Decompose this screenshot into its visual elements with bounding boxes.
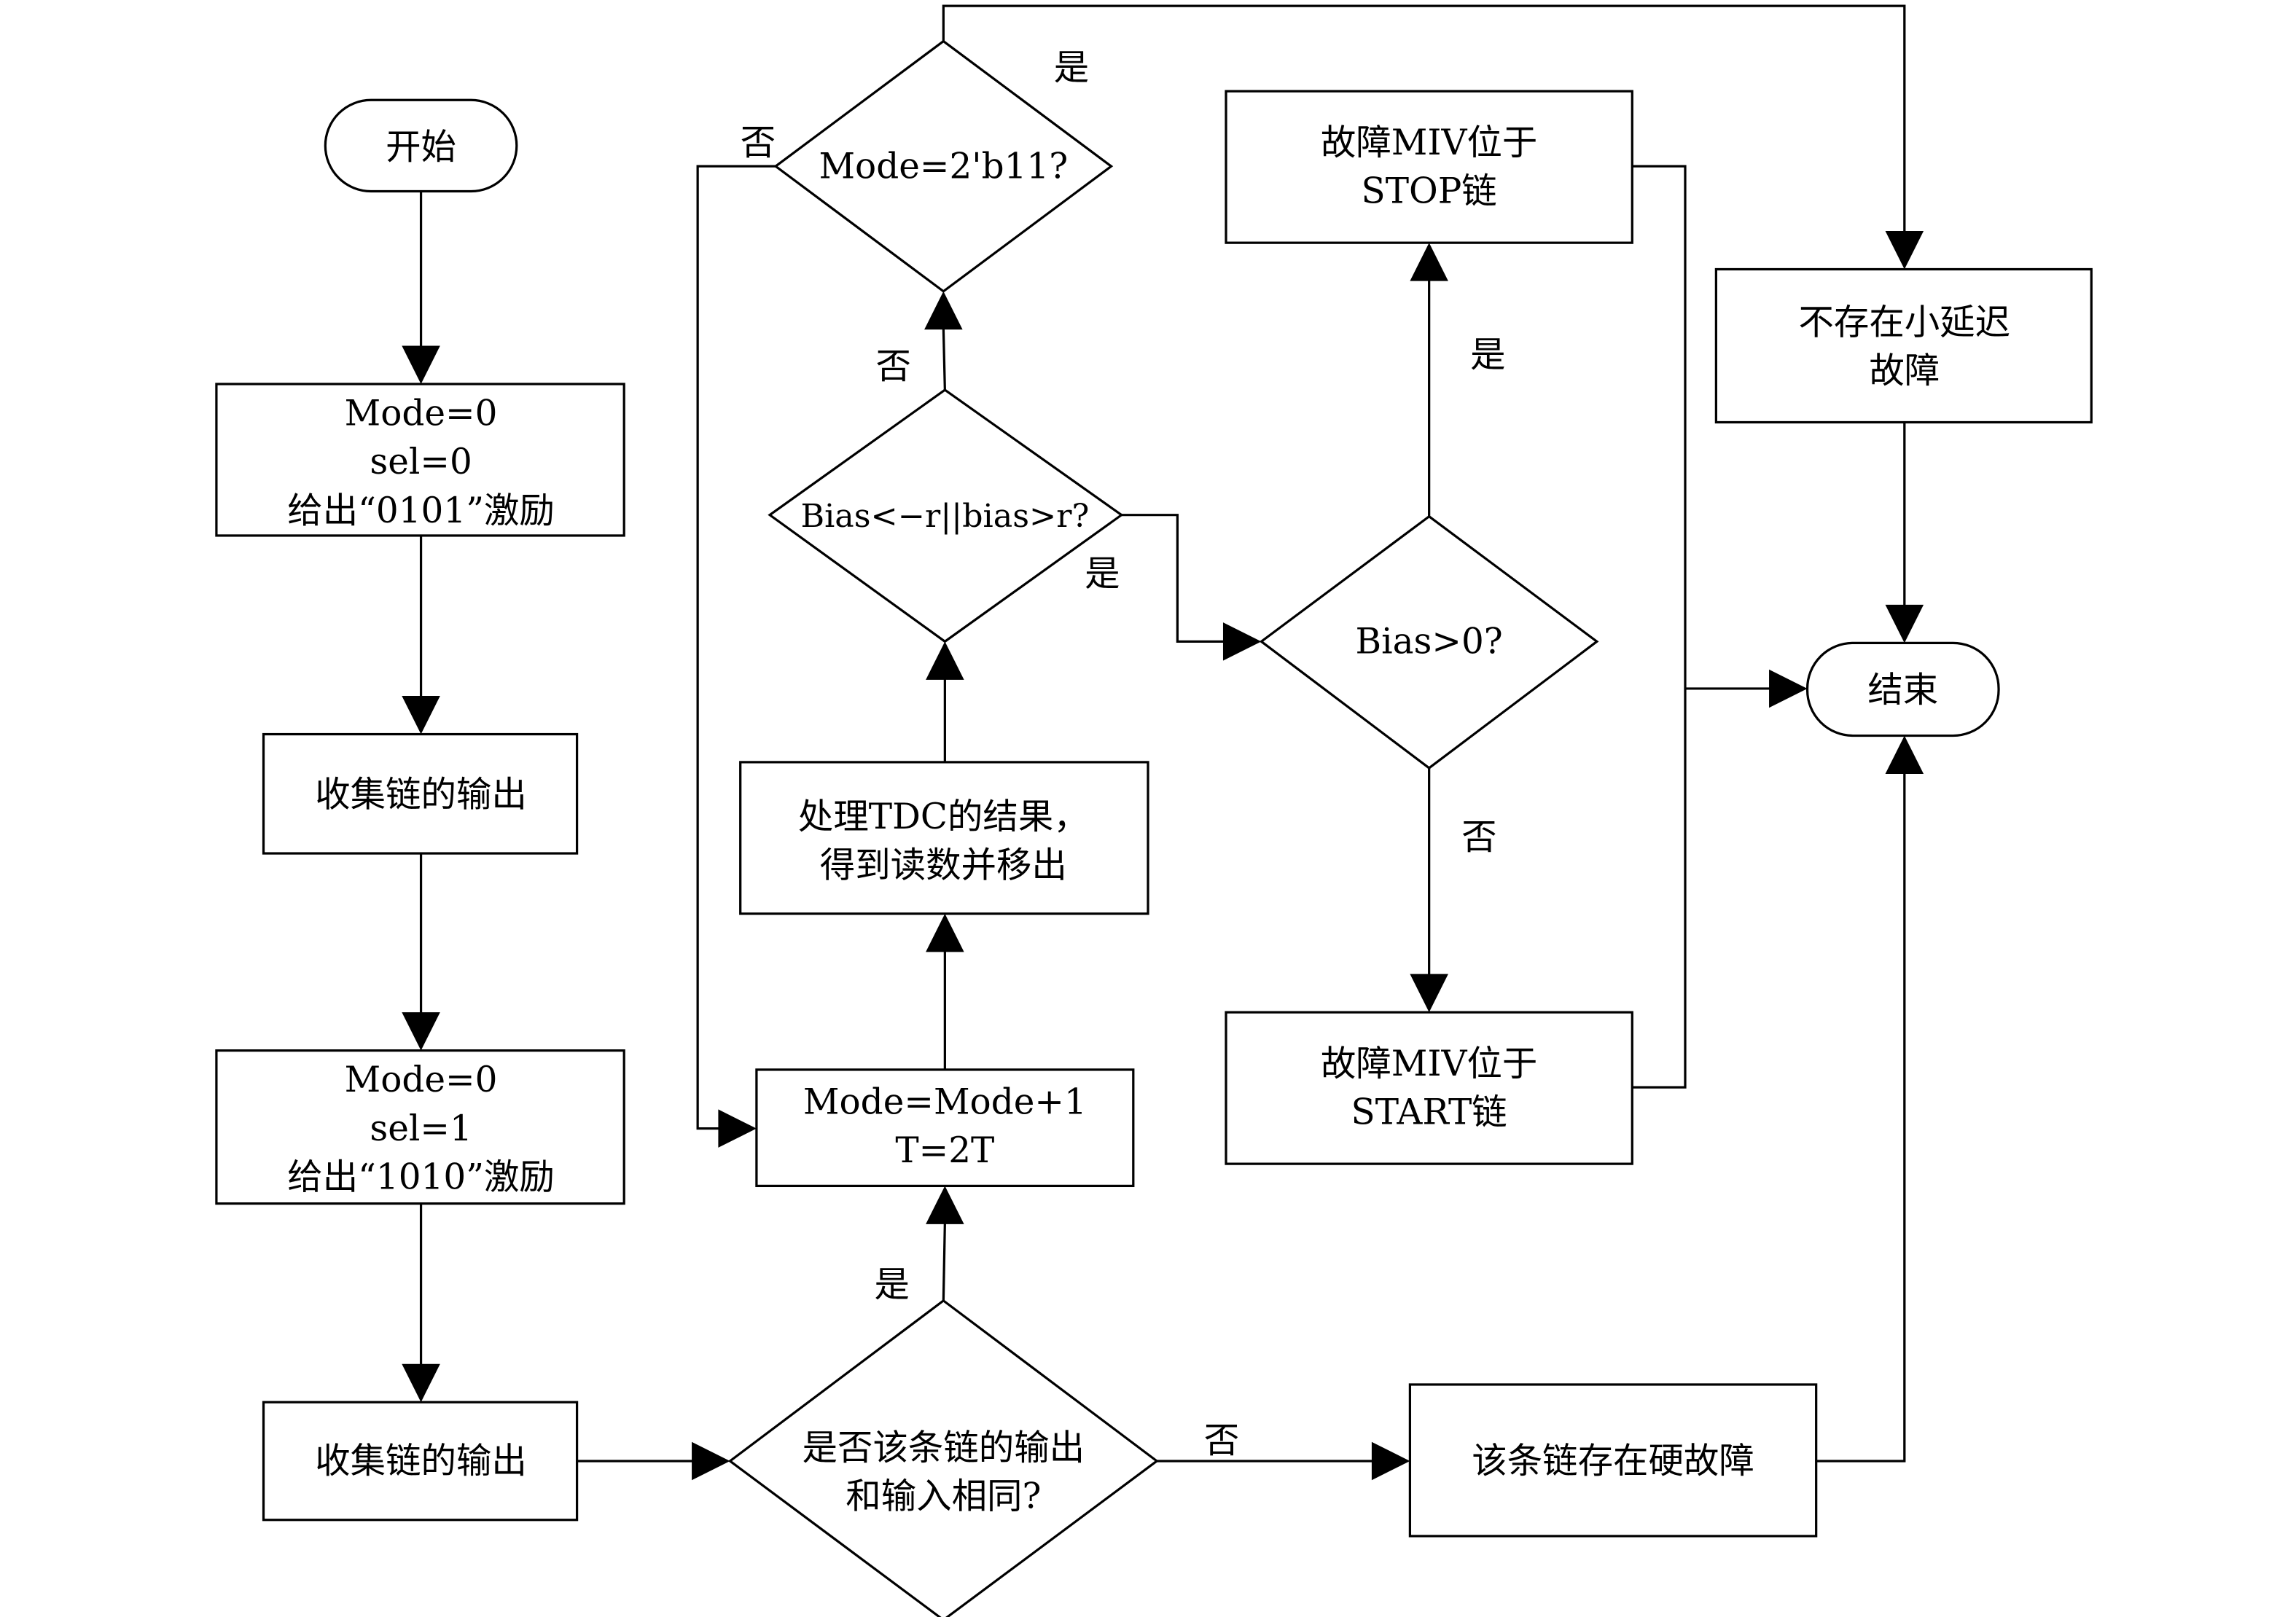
collect-output-label-1: 收集链的输出 [315, 774, 527, 815]
label-mode-no: 否 [741, 122, 776, 163]
arrowhead [924, 291, 963, 330]
check-same-diamond: 是否该条链的输出 和输入相同? [727, 1299, 1159, 1617]
edge-stop-merge [1632, 165, 1687, 1089]
label-bias-range-no: 否 [875, 346, 910, 387]
arrowhead [926, 1186, 964, 1224]
bias-range-diamond: Bias<−r||bias>r? [768, 388, 1124, 643]
edge-mode-yes [942, 4, 1906, 233]
arrowhead [1885, 604, 1924, 643]
init-sel1-line-3: 给出“1010”激励 [287, 1156, 555, 1197]
arrowhead [926, 641, 964, 680]
start-node: 开始 [324, 98, 518, 193]
arrowhead [1769, 669, 1808, 708]
arrowhead [402, 1363, 440, 1403]
bias-range-label: Bias<−r||bias>r? [800, 498, 1089, 535]
connectors [402, 4, 1924, 1481]
bias-sign-diamond: Bias>0? [1259, 514, 1599, 770]
edge-hardfault-end [1816, 772, 1906, 1463]
edge-mode-no-loop [696, 165, 776, 1130]
edge-biasrange-no [942, 328, 946, 391]
edge-labels: 是 否 否 是 否 是 是 否 [741, 47, 1506, 1461]
arrowhead [1222, 622, 1262, 661]
mode-check-label: Mode=2'b11? [819, 146, 1068, 187]
arrowhead [1410, 974, 1448, 1013]
end-label: 结束 [1867, 670, 1938, 710]
label-mode-yes: 是 [1054, 47, 1089, 88]
label-bias-sign-no: 否 [1461, 817, 1496, 858]
bias-sign-label: Bias>0? [1356, 621, 1503, 662]
arrowhead [402, 1012, 440, 1051]
check-same-line-2: 和输入相同? [846, 1476, 1041, 1517]
init-sel1-line-2: sel=1 [370, 1108, 472, 1149]
no-small-delay-line-1: 不存在小延迟 [1799, 302, 2011, 342]
fault-start-line-2: START链 [1351, 1092, 1507, 1133]
collect-output-label-2: 收集链的输出 [315, 1441, 527, 1481]
fault-start-line-1: 故障MIV位于 [1321, 1044, 1537, 1084]
arrowhead [692, 1441, 730, 1481]
mode-check-diamond: Mode=2'b11? [773, 39, 1114, 293]
process-tdc-line-2: 得到读数并移出 [820, 845, 1067, 885]
no-small-delay-line-2: 故障 [1869, 351, 1940, 391]
edge-check-yes [942, 1222, 946, 1301]
arrowhead [1885, 231, 1924, 270]
mode-increment-box: Mode=Mode+1 T=2T [755, 1068, 1135, 1188]
edge-biasrange-yes [1121, 514, 1225, 643]
init-sel0-line-3: 给出“0101”激励 [287, 490, 555, 531]
label-check-same-yes: 是 [874, 1264, 909, 1305]
arrowhead [1885, 735, 1924, 775]
fault-stop-box: 故障MIV位于 STOP链 [1225, 90, 1633, 244]
arrowhead [1371, 1441, 1410, 1481]
arrowhead [718, 1109, 757, 1148]
init-sel0-line-1: Mode=0 [345, 394, 498, 434]
arrowhead [926, 913, 964, 952]
init-sel1-line-1: Mode=0 [345, 1060, 498, 1100]
fault-stop-line-2: STOP链 [1362, 171, 1497, 212]
collect-output-box-1: 收集链的输出 [262, 732, 579, 855]
init-sel0-line-2: sel=0 [370, 442, 472, 482]
init-sel1-box: Mode=0 sel=1 给出“1010”激励 [215, 1049, 625, 1205]
collect-output-box-2: 收集链的输出 [262, 1401, 579, 1522]
arrowhead [402, 345, 440, 384]
no-small-delay-box: 不存在小延迟 故障 [1714, 267, 2093, 424]
label-check-same-no: 否 [1204, 1420, 1239, 1461]
fault-start-box: 故障MIV位于 START链 [1225, 1011, 1633, 1165]
label-bias-sign-yes: 是 [1470, 334, 1505, 375]
hard-fault-box: 该条链存在硬故障 [1408, 1383, 1818, 1538]
check-same-line-1: 是否该条链的输出 [803, 1428, 1085, 1468]
end-node: 结束 [1805, 641, 2000, 737]
fault-stop-line-1: 故障MIV位于 [1321, 122, 1537, 163]
mode-increment-line-1: Mode=Mode+1 [803, 1081, 1087, 1122]
label-bias-range-yes: 是 [1085, 554, 1120, 595]
start-label: 开始 [386, 127, 456, 168]
arrowhead [1410, 243, 1448, 281]
arrowhead [402, 696, 440, 735]
hard-fault-label: 该条链存在硬故障 [1472, 1441, 1754, 1481]
init-sel0-box: Mode=0 sel=0 给出“0101”激励 [215, 383, 625, 537]
process-tdc-line-1: 处理TDC的结果， [798, 796, 1089, 837]
process-tdc-box: 处理TDC的结果， 得到读数并移出 [739, 761, 1149, 915]
mode-increment-line-2: T=2T [895, 1130, 994, 1171]
